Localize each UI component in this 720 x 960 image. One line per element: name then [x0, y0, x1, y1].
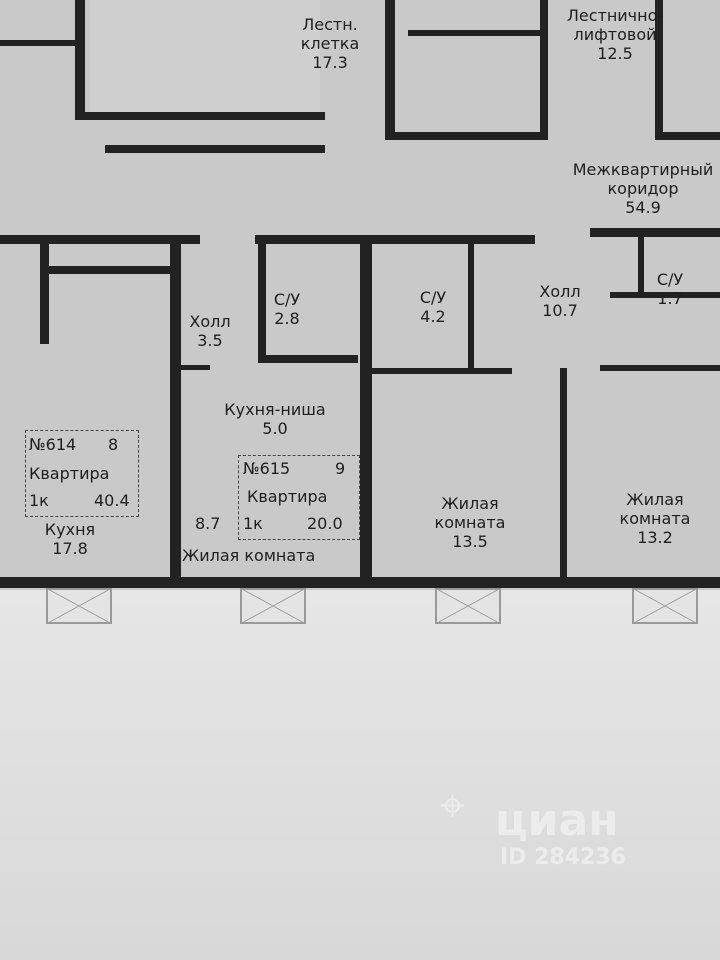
wall	[468, 244, 474, 368]
wall	[590, 228, 720, 237]
wall	[170, 240, 181, 585]
wall	[663, 132, 720, 140]
exterior-wall	[0, 577, 720, 588]
wall	[408, 30, 543, 36]
wall	[258, 355, 358, 363]
window	[46, 588, 112, 624]
apartment-615-tag: №615 9 Квартира 1к 20.0	[238, 455, 360, 540]
window	[240, 588, 306, 624]
paper-background	[0, 590, 720, 960]
wall	[255, 235, 535, 244]
wall	[385, 0, 395, 140]
wall	[638, 237, 644, 297]
wall	[180, 365, 210, 370]
wall	[372, 368, 512, 374]
wall	[40, 244, 49, 344]
wall	[258, 244, 266, 362]
wall	[610, 292, 720, 298]
window	[632, 588, 698, 624]
watermark-id: ID 284236	[500, 845, 626, 870]
wall	[75, 0, 85, 120]
wall	[540, 0, 548, 140]
wall	[395, 132, 545, 140]
apartment-614-tag: №614 8 Квартира 1к 40.4	[25, 430, 139, 517]
living-615-label: Жилая комната	[182, 546, 316, 565]
wall	[49, 266, 174, 274]
window	[435, 588, 501, 624]
cian-logo-icon: ⌖	[440, 780, 465, 831]
wall	[560, 368, 567, 578]
wall	[0, 40, 75, 46]
wall	[600, 365, 720, 371]
wall	[360, 240, 372, 585]
wall	[655, 0, 663, 140]
living-615-area: 8.7	[195, 514, 221, 533]
wall	[75, 112, 325, 120]
wall	[0, 235, 200, 244]
wall	[105, 145, 325, 153]
watermark-brand: циан	[495, 795, 619, 846]
stairwell-area	[90, 0, 320, 120]
